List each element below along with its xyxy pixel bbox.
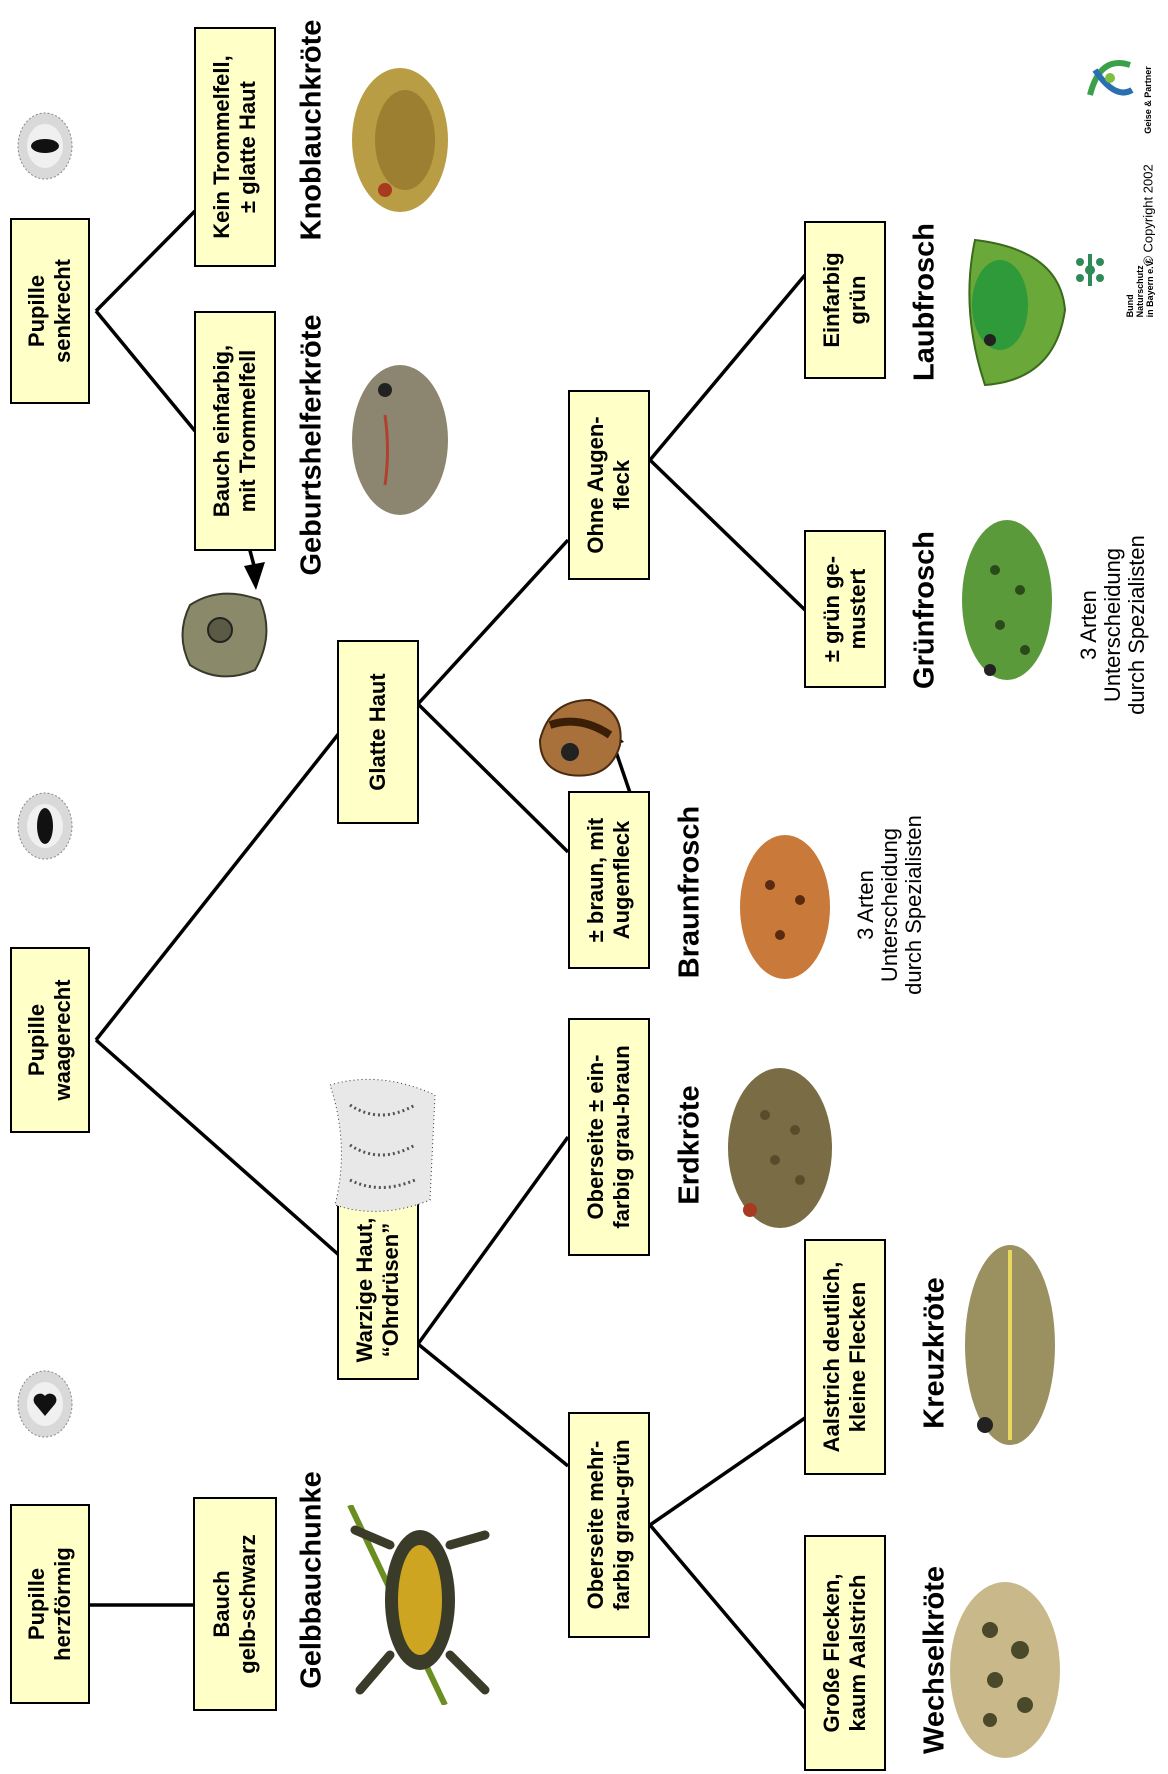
box-large-spots-line1: Große Flecken, — [819, 1574, 845, 1733]
box-belly-yellow-black: Bauch gelb-schwarz — [193, 1497, 277, 1711]
box-eel-stripe-line2: kleine Flecken — [845, 1282, 871, 1432]
geburtshelferkroete-illustration — [345, 355, 455, 525]
box-warty-line1: Warzige Haut, — [352, 1218, 378, 1363]
line-horizontal-smooth — [96, 732, 340, 1040]
note-braunfrosch-line3: durch Spezialisten — [902, 815, 926, 995]
species-knoblauchkroete: Knoblauchkröte — [296, 20, 329, 241]
box-pupil-horizontal: Pupille waagerecht — [10, 947, 90, 1133]
pupil-vertical-icon — [15, 110, 75, 182]
note-braunfrosch-line2: Unterscheidung — [878, 815, 902, 995]
box-eel-stripe: Aalstrich deutlich, kleine Flecken — [804, 1239, 886, 1475]
gelbbauchunke-illustration — [345, 1505, 495, 1705]
box-green-pattern-line2: mustert — [845, 569, 871, 650]
box-brown-line1: ± braun, mit — [583, 818, 609, 943]
species-erdkroete: Erdkröte — [674, 1085, 707, 1204]
box-no-eardrum: Kein Trommelfell, ± glatte Haut — [194, 27, 276, 267]
line-vertical-belly — [96, 311, 195, 431]
box-belly-mono-line1: Bauch einfarbig, — [209, 345, 235, 517]
geise-partner-logo — [1080, 50, 1140, 105]
line-horizontal-warty — [96, 1040, 340, 1256]
pupil-heart-icon — [15, 1368, 75, 1440]
parotoid-gland-illustration — [320, 1075, 445, 1220]
erdkroete-illustration — [720, 1060, 840, 1235]
box-pupil-heart-line1: Pupille — [24, 1568, 50, 1640]
box-belly-yb-line2: gelb-schwarz — [235, 1534, 261, 1673]
bund-line1: Bund — [1125, 259, 1135, 318]
bund-naturschutz-text: Bund Naturschutz in Bayern e.V. — [1125, 259, 1155, 318]
publisher-text: Geise & Partner — [1143, 66, 1153, 134]
line-warty-multicolor — [418, 1344, 568, 1466]
box-multicolor-line1: Oberseite mehr- — [583, 1441, 609, 1610]
gruenfrosch-illustration — [955, 510, 1060, 690]
eyespot-detail-illustration — [530, 690, 630, 785]
box-pupil-heart-line2: herzförmig — [50, 1547, 76, 1661]
note-braunfrosch-line1: 3 Arten — [854, 815, 878, 995]
box-brown-eyespot: ± braun, mit Augenfleck — [568, 791, 650, 969]
box-smooth-line1: Glatte Haut — [365, 673, 391, 790]
species-laubfrosch: Laubfrosch — [909, 223, 942, 381]
bund-naturschutz-logo — [1070, 250, 1110, 290]
box-green-pattern-line1: ± grün ge- — [819, 556, 845, 662]
box-no-eyespot-line1: Ohne Augen- — [583, 416, 609, 553]
eardrum-detail-illustration — [175, 580, 275, 685]
box-green-patterned: ± grün ge- mustert — [804, 530, 886, 688]
box-no-eardrum-line1: Kein Trommelfell, — [209, 55, 235, 238]
box-no-eyespot-line2: fleck — [609, 460, 635, 510]
box-pupil-vertical-line2: senkrecht — [50, 259, 76, 363]
line-multi-eelstripe — [650, 1418, 805, 1525]
box-warty-skin: Warzige Haut, “Ohrdrüsen” — [337, 1200, 419, 1380]
box-large-spots-line2: kaum Aalstrich — [845, 1575, 871, 1732]
species-braunfrosch: Braunfrosch — [674, 806, 707, 978]
line-noeye-greenpattern — [650, 460, 805, 610]
box-belly-monochrome: Bauch einfarbig, mit Trommelfell — [194, 311, 276, 551]
species-gelbbauchunke: Gelbbauchunke — [296, 1471, 329, 1689]
kreuzkroete-illustration — [955, 1230, 1070, 1460]
box-large-spots: Große Flecken, kaum Aalstrich — [804, 1535, 886, 1771]
species-gruenfrosch: Grünfrosch — [909, 531, 942, 689]
box-no-eyespot: Ohne Augen- fleck — [568, 390, 650, 580]
copyright-text: © Copyright 2002 — [1141, 164, 1156, 265]
wechselkroete-illustration — [940, 1570, 1070, 1770]
box-pupil-horizontal-line2: waagerecht — [50, 979, 76, 1100]
knoblauchkroete-illustration — [345, 60, 455, 220]
box-belly-yb-line1: Bauch — [209, 1570, 235, 1637]
line-smooth-noeyespot — [418, 540, 568, 704]
braunfrosch-illustration — [730, 825, 840, 990]
bund-line3: in Bayern e.V. — [1145, 259, 1155, 318]
box-multicolor-top: Oberseite mehr- farbig grau-grün — [568, 1412, 650, 1638]
box-unicolor-line1: Oberseite ± ein- — [583, 1055, 609, 1220]
species-kreuzkroete: Kreuzkröte — [919, 1277, 952, 1429]
note-gruenfrosch-line1: 3 Arten — [1077, 535, 1101, 715]
species-geburtshelferkroete: Geburtshelferkröte — [296, 314, 329, 575]
box-no-eardrum-line2: ± glatte Haut — [235, 81, 261, 213]
note-gruenfrosch-line2: Unterscheidung — [1101, 535, 1125, 715]
note-gruenfrosch-line3: durch Spezialisten — [1125, 535, 1149, 715]
box-eel-stripe-line1: Aalstrich deutlich, — [819, 1262, 845, 1453]
box-pupil-vertical-line1: Pupille — [24, 275, 50, 347]
box-pupil-horizontal-line1: Pupille — [24, 1004, 50, 1076]
bund-line2: Naturschutz — [1135, 259, 1145, 318]
box-pupil-vertical: Pupille senkrecht — [10, 218, 90, 404]
pupil-horizontal-icon — [15, 790, 75, 862]
box-green-plain: Einfarbig grün — [804, 221, 886, 379]
box-green-plain-line2: grün — [845, 276, 871, 325]
box-belly-mono-line2: mit Trommelfell — [235, 350, 261, 513]
box-smooth-skin: Glatte Haut — [337, 640, 419, 824]
box-unicolor-line2: farbig grau-braun — [609, 1045, 635, 1228]
line-multi-largespots — [650, 1525, 805, 1708]
box-pupil-heart: Pupille herzförmig — [10, 1504, 90, 1704]
box-brown-line2: Augenfleck — [609, 821, 635, 940]
box-multicolor-line2: farbig grau-grün — [609, 1439, 635, 1610]
note-gruenfrosch: 3 Arten Unterscheidung durch Spezialiste… — [1077, 535, 1149, 715]
line-vertical-eardrum — [96, 211, 195, 311]
box-warty-line2: “Ohrdrüsen” — [378, 1223, 404, 1357]
box-green-plain-line1: Einfarbig — [819, 252, 845, 347]
laubfrosch-illustration — [955, 230, 1070, 390]
note-braunfrosch: 3 Arten Unterscheidung durch Spezialiste… — [854, 815, 926, 995]
box-unicolor-top: Oberseite ± ein- farbig grau-braun — [568, 1018, 650, 1256]
line-noeye-greenplain — [650, 275, 805, 460]
